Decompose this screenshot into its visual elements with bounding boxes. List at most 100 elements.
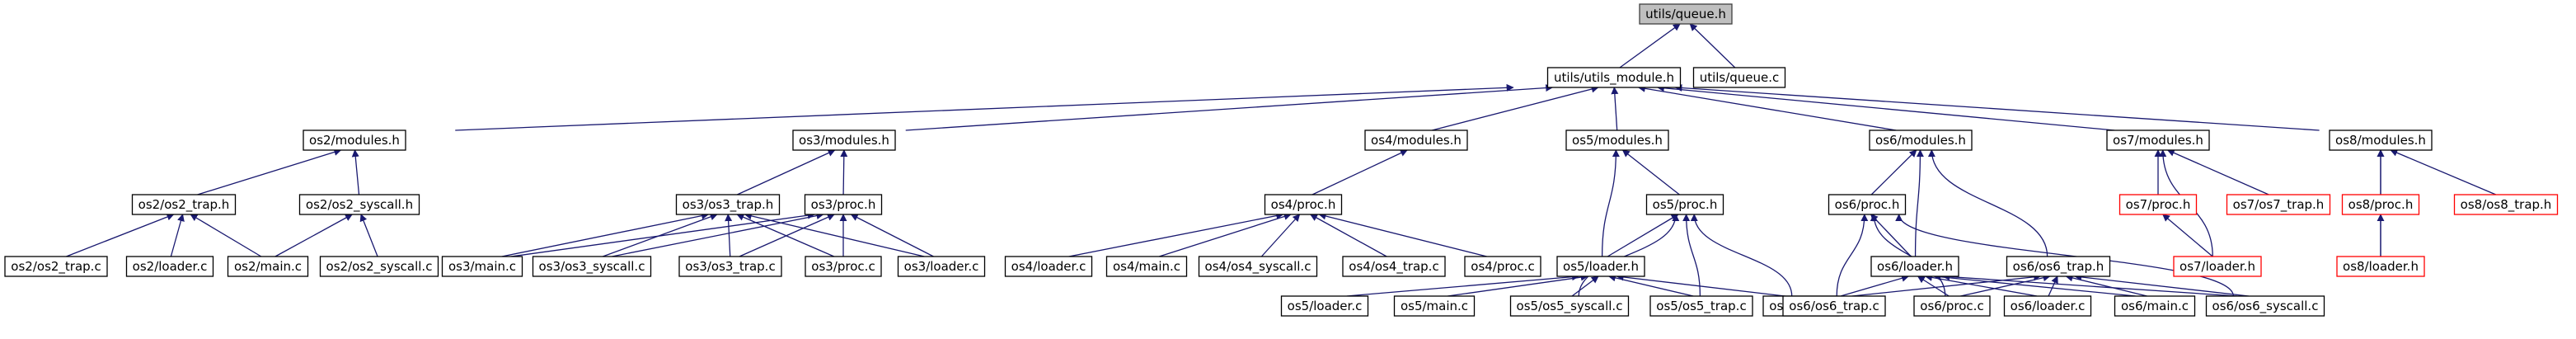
node-os6-proc-h[interactable]: os6/proc.h [1828, 194, 1907, 215]
node-box [4, 256, 108, 277]
node-os8-os8-trap-h[interactable]: os8/os8_trap.h [2453, 194, 2559, 215]
node-label: os6/os6_trap.c [1789, 299, 1879, 314]
node-os4-os4-trap-c[interactable]: os4/os4_trap.c [1342, 256, 1446, 277]
edge-os3-trap-h-to-os3-modules-h [737, 149, 836, 195]
edge-os3-loader-c-to-os3-trap-h [744, 212, 925, 257]
node-os5-proc-h[interactable]: os5/proc.h [1645, 194, 1724, 215]
edge-os3-main-c-to-os3-trap-h [501, 212, 710, 257]
node-box [678, 256, 782, 277]
node-box [2003, 295, 2092, 317]
node-os5-loader-h[interactable]: os5/loader.h [1556, 256, 1645, 277]
node-os3-proc-c[interactable]: os3/proc.c [805, 256, 882, 277]
node-os2-os2-trap-c[interactable]: os2/os2_trap.c [4, 256, 108, 277]
node-box [2226, 194, 2331, 215]
node-os6-os6-syscall-c[interactable]: os6/os6_syscall.c [2205, 295, 2325, 317]
edge-os2-main-c-to-os2-trap-h [190, 214, 262, 257]
node-box [2173, 256, 2262, 277]
node-box [2119, 194, 2198, 215]
edge-os5-proc-c-to-os5-loader-h [1616, 273, 1785, 297]
node-box [532, 256, 652, 277]
node-utils-queue-c[interactable]: utils/queue.c [1692, 67, 1786, 88]
edge-utils-module-h-to-queue-h [1619, 23, 1681, 68]
node-os4-os4-syscall-c[interactable]: os4/os4_syscall.c [1198, 256, 1318, 277]
node-os5-os5-trap-c[interactable]: os5/os5_trap.c [1649, 295, 1753, 317]
node-os6-loader-h[interactable]: os6/loader.h [1870, 256, 1959, 277]
node-os8-modules-h[interactable]: os8/modules.h [2329, 129, 2433, 151]
edge-os3-trap-c-to-os3-trap-h [725, 214, 733, 257]
node-os5-os5-syscall-c[interactable]: os5/os5_syscall.c [1509, 295, 1630, 317]
node-box [2336, 256, 2425, 277]
node-label: os7/modules.h [2113, 133, 2203, 148]
node-os2-os2-syscall-c[interactable]: os2/os2_syscall.c [319, 256, 439, 277]
node-os7-proc-h[interactable]: os7/proc.h [2119, 194, 2198, 215]
node-box [1342, 256, 1446, 277]
node-box [227, 256, 309, 277]
edge-os4-modules-h-to-utils-module-h [1432, 85, 1599, 131]
edge-os6-proc-c-to-os6-trap-h [1960, 274, 2051, 297]
node-os2-os2-trap-h[interactable]: os2/os2_trap.h [131, 194, 237, 215]
node-utils-queue-h[interactable]: utils/queue.h [1639, 3, 1733, 25]
node-os6-loader-c[interactable]: os6/loader.c [2003, 295, 2092, 317]
node-os4-main-c[interactable]: os4/main.c [1105, 256, 1188, 277]
node-box [1565, 129, 1669, 151]
edge-os5-loader-c-to-os5-loader-h [1346, 273, 1580, 297]
node-os2-os2-syscall-h[interactable]: os2/os2_syscall.h [298, 194, 420, 215]
node-os7-modules-h[interactable]: os7/modules.h [2106, 129, 2210, 151]
node-os3-proc-h[interactable]: os3/proc.h [804, 194, 883, 215]
node-os4-modules-h[interactable]: os4/modules.h [1364, 129, 1468, 151]
node-label: os5/os5_syscall.c [1517, 299, 1623, 314]
edge-os5-trap-c-to-os5-proc-h [1682, 214, 1701, 297]
node-os2-modules-h[interactable]: os2/modules.h [303, 129, 406, 151]
node-utils-utils-module-h[interactable]: utils/utils_module.h [1546, 67, 1682, 88]
node-os5-loader-c[interactable]: os5/loader.c [1280, 295, 1369, 317]
node-os2-loader-c[interactable]: os2/loader.c [125, 256, 214, 277]
node-label: os3/proc.h [811, 197, 876, 212]
node-label: os4/main.c [1113, 259, 1180, 274]
node-os3-loader-c[interactable]: os3/loader.c [897, 256, 986, 277]
node-box [1280, 295, 1369, 317]
node-os7-os7-trap-h[interactable]: os7/os7_trap.h [2226, 194, 2331, 215]
node-os8-proc-h[interactable]: os8/proc.h [2341, 194, 2420, 215]
node-os8-loader-h[interactable]: os8/loader.h [2336, 256, 2425, 277]
node-os3-os3-trap-c[interactable]: os3/os3_trap.c [678, 256, 782, 277]
node-label: os3/os3_trap.c [685, 259, 775, 275]
edge-os5-trap-c-to-os5-loader-h [1607, 274, 1694, 297]
node-label: os2/os2_syscall.c [326, 259, 433, 275]
node-os3-os3-trap-h[interactable]: os3/os3_trap.h [675, 194, 781, 215]
node-os4-proc-h[interactable]: os4/proc.h [1264, 194, 1343, 215]
node-os6-main-c[interactable]: os6/main.c [2114, 295, 2196, 317]
node-os7-loader-h[interactable]: os7/loader.h [2173, 256, 2262, 277]
node-os3-main-c[interactable]: os3/main.c [441, 256, 523, 277]
node-label: os4/os4_trap.c [1349, 259, 1438, 275]
node-label: os6/proc.h [1835, 197, 1900, 212]
node-os5-modules-h[interactable]: os5/modules.h [1565, 129, 1669, 151]
node-os4-proc-c[interactable]: os4/proc.c [1464, 256, 1541, 277]
node-label: os3/loader.c [904, 259, 979, 274]
node-os6-os6-trap-c[interactable]: os6/os6_trap.c [1782, 295, 1886, 317]
node-label: os8/proc.h [2348, 197, 2414, 212]
node-label: os4/proc.c [1471, 259, 1534, 274]
node-box [441, 256, 523, 277]
node-label: os8/loader.h [2343, 259, 2419, 274]
node-box [1645, 194, 1724, 215]
edge-os6-loader-h-to-os6-proc-h [1870, 214, 1912, 257]
node-os6-modules-h[interactable]: os6/modules.h [1869, 129, 1973, 151]
node-os5-main-c[interactable]: os5/main.c [1393, 295, 1476, 317]
node-os6-os6-trap-h[interactable]: os6/os6_trap.h [2006, 256, 2111, 277]
edge-os8-modules-h-to-utils-module-h [1674, 84, 2320, 131]
edge-os6-syscall-c-to-os6-proc-h [1895, 214, 2235, 297]
edge-queue-c-to-queue-h [1689, 23, 1736, 68]
node-label: os8/os8_trap.h [2461, 197, 2552, 213]
node-box [1870, 256, 1959, 277]
edge-os4-proc-c-to-os4-proc-h [1318, 212, 1487, 257]
node-box [792, 129, 896, 151]
node-os6-proc-c[interactable]: os6/proc.c [1913, 295, 1991, 317]
edge-os7-loader-h-to-os7-proc-h [2162, 214, 2213, 257]
node-os3-os3-syscall-c[interactable]: os3/os3_syscall.c [532, 256, 652, 277]
node-os4-loader-c[interactable]: os4/loader.c [1004, 256, 1093, 277]
node-box [804, 194, 883, 215]
node-os3-modules-h[interactable]: os3/modules.h [792, 129, 896, 151]
node-os2-main-c[interactable]: os2/main.c [227, 256, 309, 277]
edge-os3-syscall-c-to-os3-proc-h [612, 212, 824, 257]
graph-nodes: utils/queue.h utils/utils_module.h utils/q… [4, 3, 2559, 317]
